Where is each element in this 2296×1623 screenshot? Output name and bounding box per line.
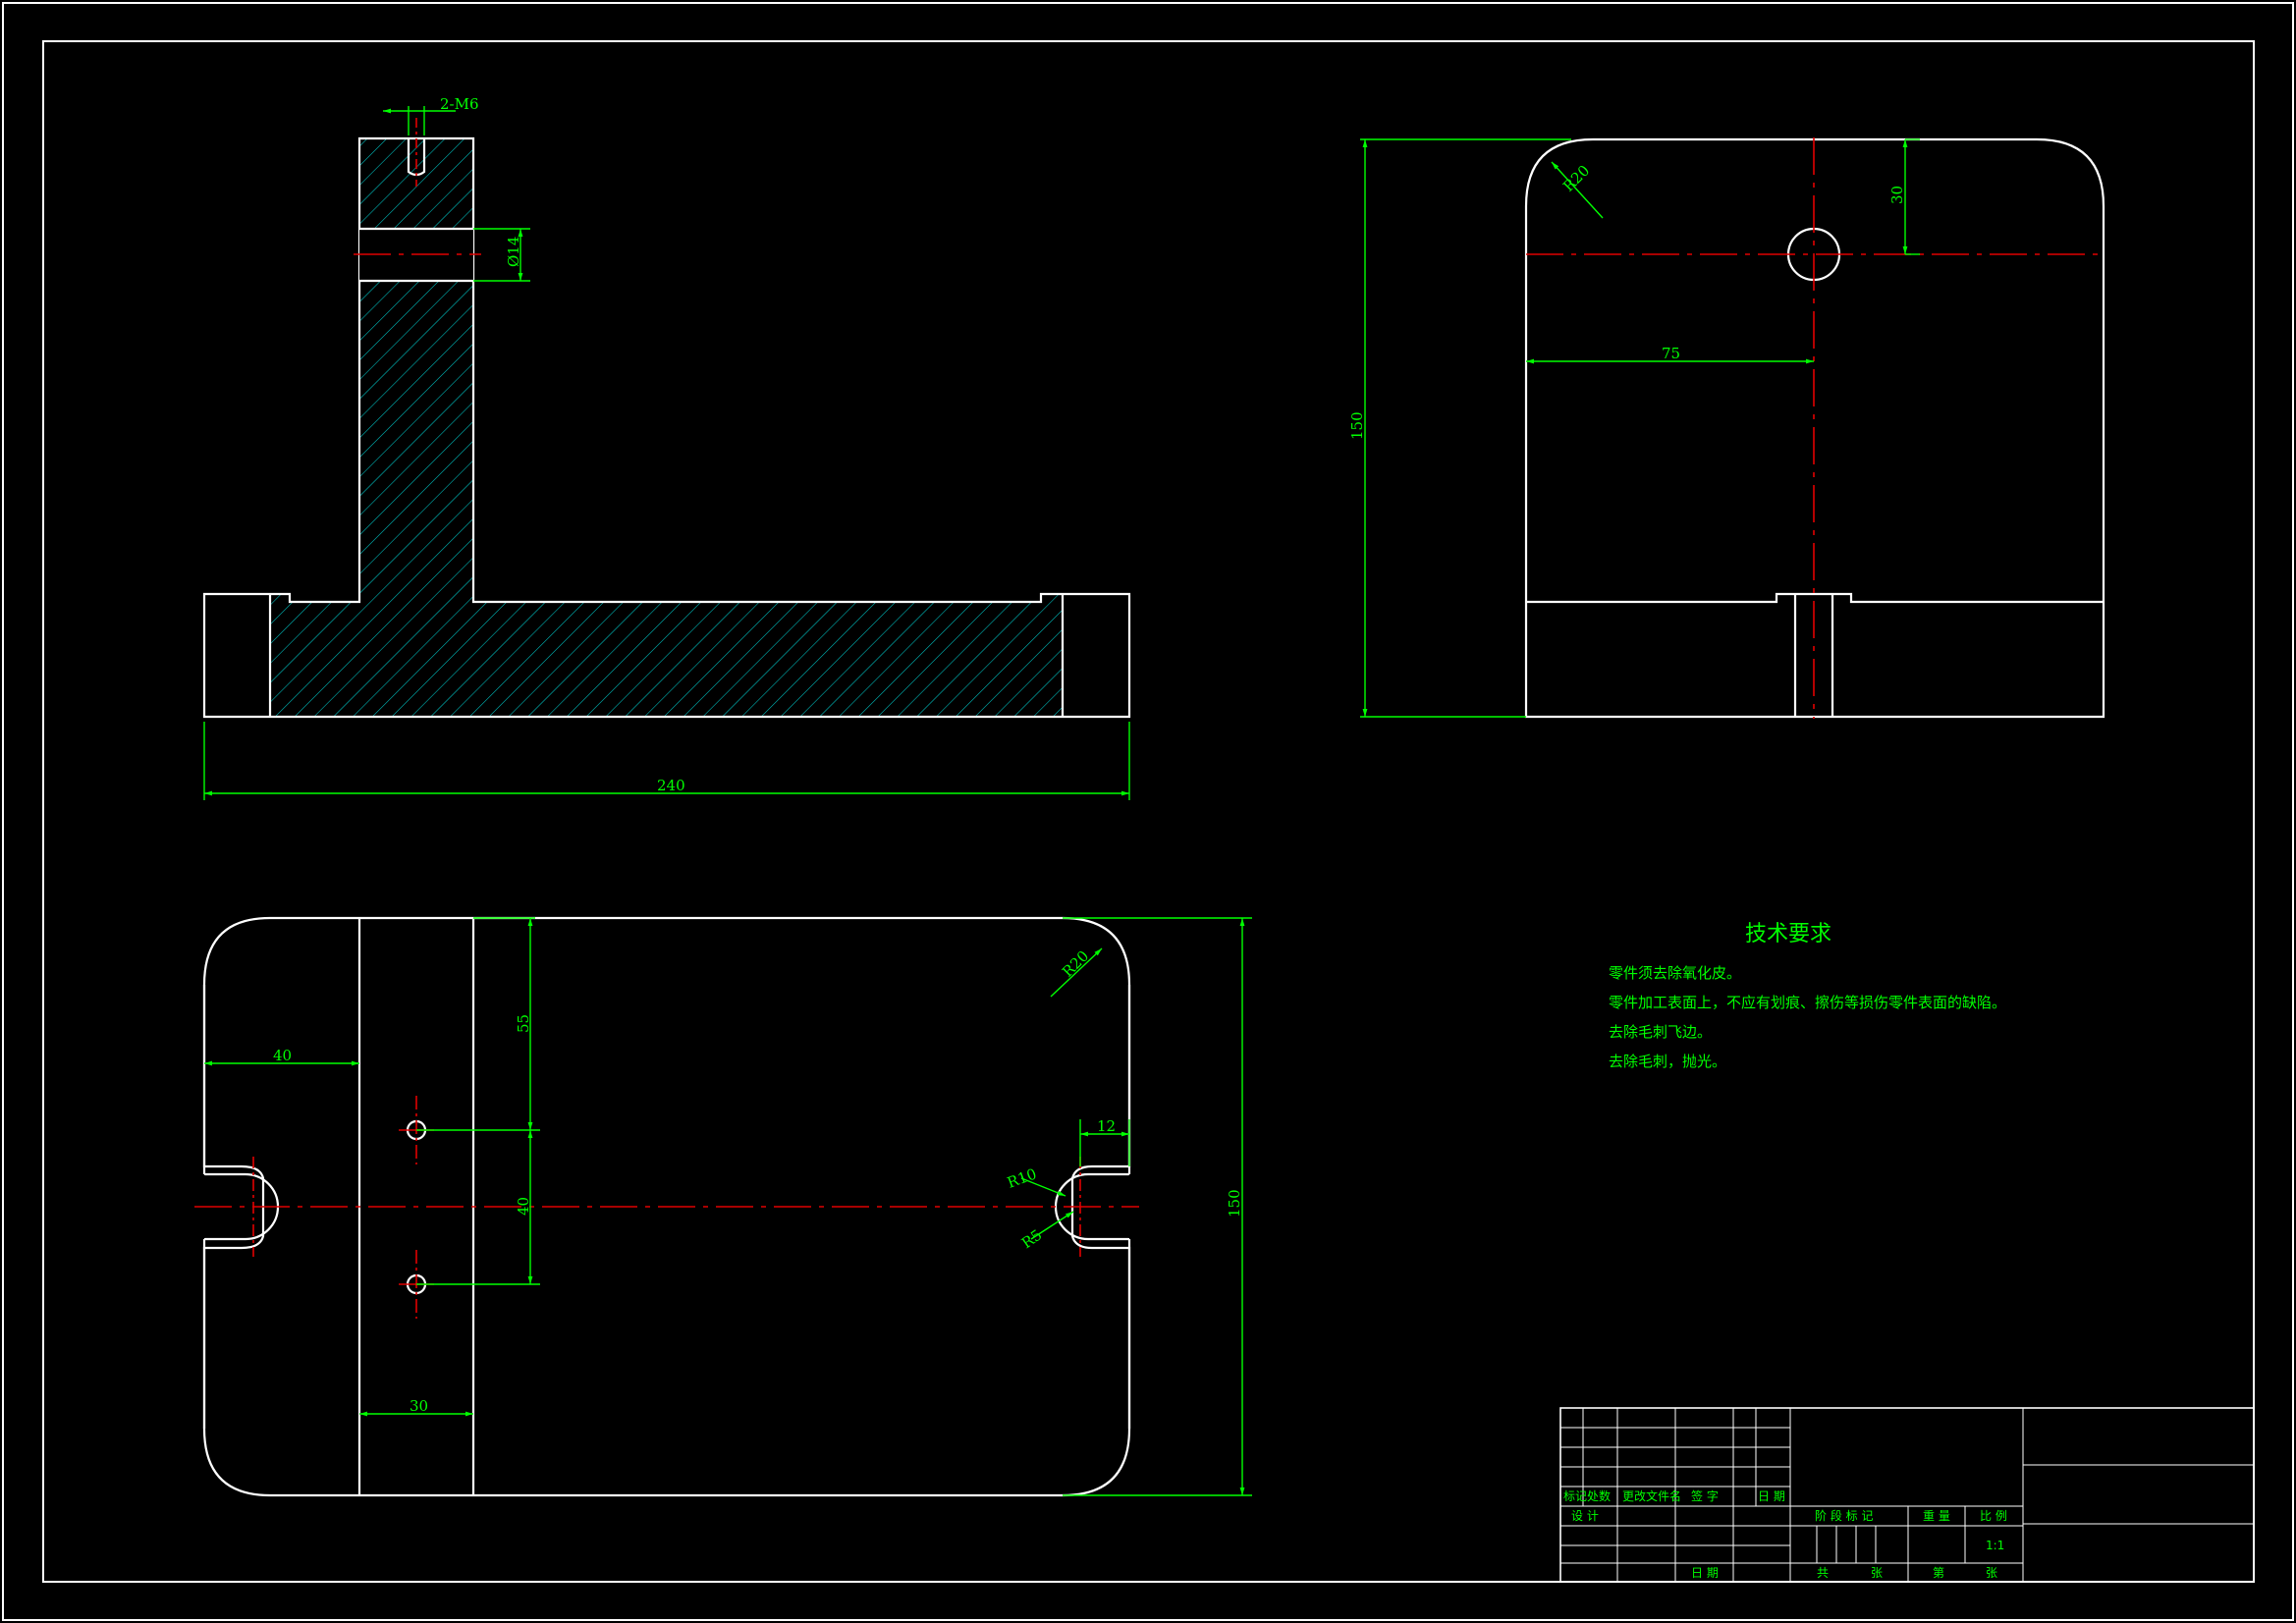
requirement-item: 零件加工表面上，不应有划痕、擦伤等损伤零件表面的缺陷。	[1609, 994, 2006, 1011]
top-40-edge-label: 40	[273, 1047, 292, 1064]
inner-frame	[42, 40, 2255, 1583]
rev-header-count: 处数	[1587, 1488, 1611, 1503]
hole-label: Ø14	[505, 237, 522, 267]
top-30-label: 30	[410, 1397, 428, 1415]
side-30-label: 30	[1888, 186, 1906, 204]
rev-header-mark: 标记	[1563, 1489, 1587, 1503]
title-block-frame	[1559, 1407, 2255, 1583]
sheet-no-label: 第	[1933, 1566, 1944, 1580]
rev-header-sign: 签 字	[1691, 1488, 1719, 1503]
title-block: 标记 处数 更改文件名 签 字 日 期 设 计 日 期 阶 段 标 记 重 量 …	[1559, 1407, 2255, 1583]
stage-mark-label: 阶 段 标 记	[1815, 1508, 1873, 1523]
requirement-item: 去除毛刺飞边。	[1609, 1023, 1712, 1041]
requirement-item: 零件须去除氧化皮。	[1609, 964, 1741, 982]
r5-leader	[1030, 1211, 1074, 1240]
requirements-title: 技术要求	[1745, 922, 1831, 947]
top-12-label: 12	[1097, 1117, 1116, 1135]
rev-header-doc: 更改文件名	[1622, 1488, 1681, 1503]
top-radius-label: R20	[1059, 947, 1092, 981]
sheets-label: 张	[1871, 1566, 1883, 1580]
scale-value: 1:1	[1986, 1539, 2004, 1552]
technical-requirements: 技术要求 零件须去除氧化皮。 零件加工表面上，不应有划痕、擦伤等损伤零件表面的缺…	[1609, 922, 2006, 1070]
top-55-label: 55	[515, 1014, 532, 1033]
r5-label: R5	[1018, 1226, 1045, 1253]
top-150-label: 150	[1226, 1189, 1243, 1217]
design-label: 设 计	[1571, 1509, 1599, 1523]
side-outline	[1524, 137, 2105, 719]
date-label: 日 期	[1691, 1566, 1719, 1580]
thread-label: 2-M6	[440, 95, 479, 113]
top-radius-leader	[1050, 947, 1103, 998]
rev-header-date: 日 期	[1758, 1489, 1785, 1503]
requirement-item: 去除毛刺，抛光。	[1609, 1053, 1726, 1070]
sheet-unit-label: 张	[1986, 1566, 1997, 1580]
top-view: R20 40 55 40 30 12 R10 R5 150	[194, 916, 1252, 1497]
side-150-label: 150	[1348, 411, 1366, 440]
side-view: R20 30 75 150	[1348, 137, 2105, 719]
scale-label: 比 例	[1980, 1509, 2007, 1523]
r10-label: R10	[1005, 1164, 1039, 1191]
top-40-label: 40	[515, 1197, 532, 1216]
side-radius-label: R20	[1559, 162, 1593, 195]
total-label: 共	[1817, 1566, 1829, 1580]
width-label: 240	[657, 777, 685, 794]
side-radius-leader	[1551, 161, 1604, 219]
side-75-label: 75	[1662, 345, 1680, 362]
front-section-hatch	[270, 282, 1063, 717]
front-outline	[202, 136, 1131, 719]
r10-leader	[1020, 1177, 1066, 1197]
weight-label: 重 量	[1923, 1509, 1950, 1523]
side-step-line	[1526, 592, 2104, 604]
front-view: 2-M6 Ø14 240	[202, 95, 1131, 800]
